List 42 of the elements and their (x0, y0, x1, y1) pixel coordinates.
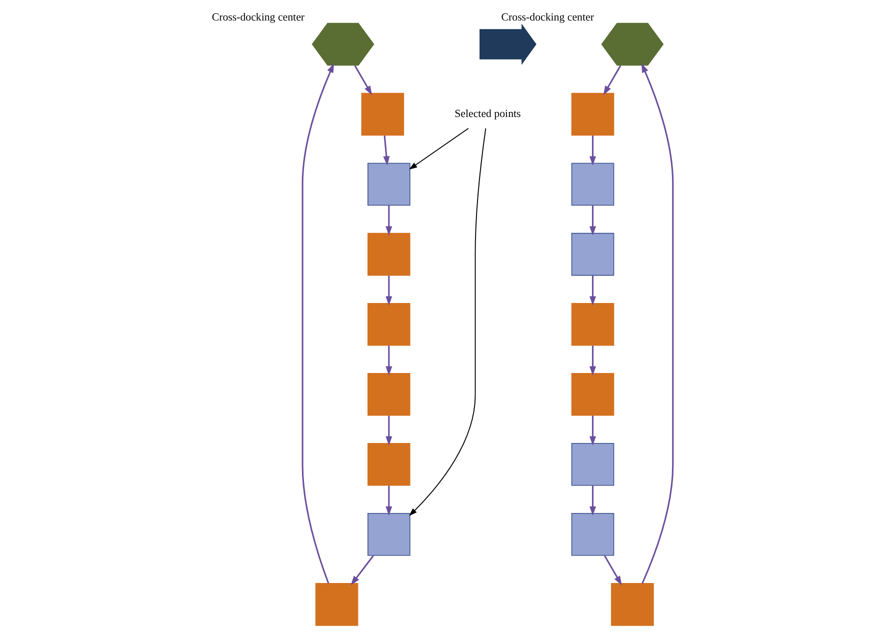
node-box (571, 513, 614, 556)
node-text: Selected points (454, 108, 521, 120)
node-box (368, 302, 410, 346)
node-arrow (480, 24, 536, 65)
node-box (571, 302, 614, 346)
arrow (589, 206, 596, 236)
node-box (571, 372, 614, 416)
arrow (386, 206, 392, 236)
node-box (368, 162, 410, 206)
arrow (604, 555, 622, 586)
arrow (386, 346, 392, 376)
node-hexagon (312, 22, 374, 66)
node-label: Cross-docking center (501, 11, 594, 24)
arrow (589, 276, 596, 306)
node-label: Cross-docking center (212, 11, 305, 24)
node-box (368, 232, 410, 276)
node-box (315, 583, 358, 626)
arrow (589, 486, 596, 516)
arrow (354, 65, 372, 96)
node-box (368, 442, 410, 486)
node-box (368, 372, 410, 416)
node-box (361, 92, 404, 136)
node-hexagon (601, 22, 664, 66)
arrow (589, 346, 596, 376)
arrow (386, 416, 392, 446)
node-box (571, 442, 614, 486)
arrow (302, 63, 334, 584)
arrow (383, 136, 390, 166)
arrow (409, 128, 486, 516)
node-box (571, 162, 614, 206)
arrow (641, 63, 674, 584)
arrow (386, 486, 392, 516)
arrow (603, 65, 622, 96)
node-box (368, 513, 410, 556)
node-box (611, 583, 654, 626)
node-box (571, 232, 614, 276)
arrow (350, 555, 374, 586)
arrow (409, 128, 469, 170)
arrow (589, 136, 596, 166)
arrow (386, 276, 392, 306)
arrow (589, 416, 596, 446)
node-box (571, 92, 614, 136)
